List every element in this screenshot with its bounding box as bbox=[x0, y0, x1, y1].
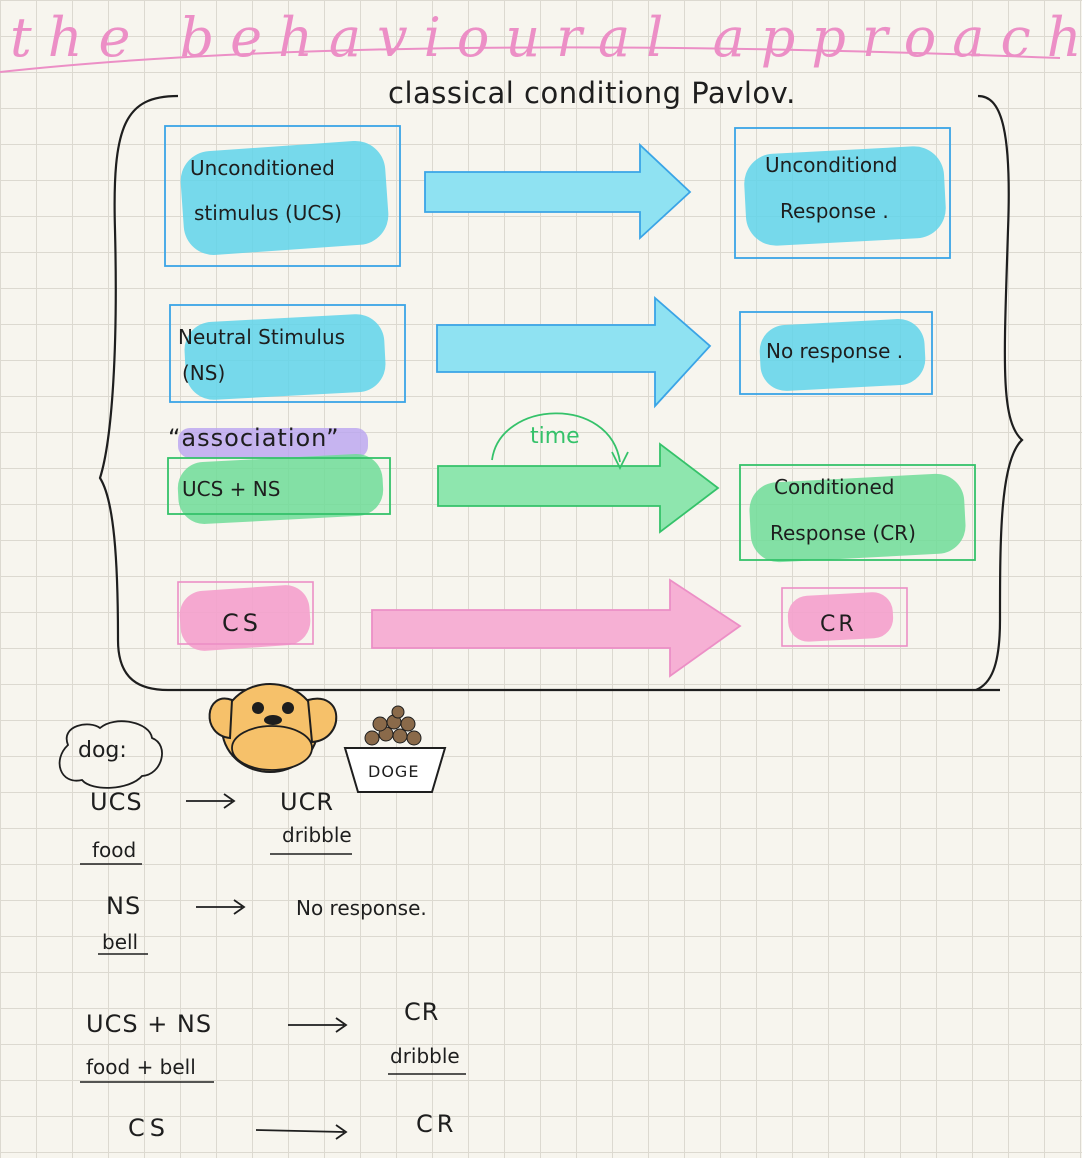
row-4-left-scribble bbox=[179, 585, 311, 651]
example-2-arrow-icon bbox=[196, 899, 246, 915]
row-4-arrow bbox=[371, 578, 742, 678]
row-3-left-scribble bbox=[177, 453, 384, 524]
row-1-right-line-1: Unconditiond bbox=[765, 153, 898, 177]
row-4-right-scribble bbox=[787, 592, 894, 642]
row-2-left-line-2: (NS) bbox=[182, 361, 226, 385]
diagram-heading: classical conditiong Pavlov. bbox=[388, 76, 796, 110]
example-1-arrow-icon bbox=[186, 793, 236, 809]
left-brace bbox=[98, 94, 1000, 692]
row-3-right-line-2: Response (CR) bbox=[770, 521, 916, 545]
right-brace bbox=[975, 94, 1024, 692]
example-1-right: UCR bbox=[280, 788, 334, 816]
example-3-right: CR bbox=[404, 998, 440, 1026]
row-1-left-line-1: Unconditioned bbox=[190, 156, 335, 180]
example-4-left: CS bbox=[128, 1114, 170, 1142]
row-2-right-scribble bbox=[759, 319, 926, 391]
row-1-right-line-2: Response . bbox=[780, 199, 889, 223]
row-1-left-line-2: stimulus (UCS) bbox=[194, 201, 342, 225]
row-2-left-line-1: Neutral Stimulus bbox=[178, 325, 346, 349]
row-4-left-box bbox=[177, 581, 314, 645]
example-1-left-sub: food bbox=[92, 838, 137, 862]
row-2-left-scribble bbox=[184, 314, 386, 400]
example-1-left: UCS bbox=[90, 788, 143, 816]
row-1-left-box bbox=[164, 125, 401, 267]
row-3-left-line-1: UCS + NS bbox=[182, 477, 281, 501]
thought-bubble bbox=[58, 720, 163, 789]
example-1-right-sub: dribble bbox=[282, 823, 352, 847]
page-title: the behavioural approach bbox=[10, 6, 1082, 69]
row-1-right-box bbox=[734, 127, 951, 259]
example-3-left: UCS + NS bbox=[86, 1010, 213, 1038]
row-4-right-box bbox=[781, 587, 908, 647]
example-3-right-sub: dribble bbox=[390, 1044, 460, 1068]
row-1-arrow bbox=[424, 142, 692, 241]
row-4-left-line-1: CS bbox=[222, 609, 262, 637]
thought-bubble-label: dog: bbox=[78, 738, 127, 763]
row-3-right-line-1: Conditioned bbox=[774, 475, 895, 499]
row-4-right-line-1: CR bbox=[820, 612, 857, 637]
association-label: “association” bbox=[168, 424, 340, 452]
time-arrow bbox=[491, 412, 629, 471]
food-bowl-icon bbox=[343, 705, 447, 793]
example-2-left: NS bbox=[106, 892, 142, 920]
example-4-right: CR bbox=[416, 1110, 458, 1138]
row-2-right-box bbox=[739, 311, 933, 395]
time-label: time bbox=[530, 424, 580, 449]
bowl-label: DOGE bbox=[368, 762, 420, 781]
row-1-left-scribble bbox=[180, 140, 389, 255]
row-3-right-box bbox=[739, 464, 976, 561]
row-2-left-box bbox=[169, 304, 406, 403]
example-3-arrow-icon bbox=[288, 1017, 348, 1033]
row-3-right-scribble bbox=[749, 473, 966, 563]
row-3-left-box bbox=[167, 457, 391, 515]
dog-head-icon bbox=[208, 683, 338, 773]
example-2-right: No response. bbox=[296, 896, 427, 920]
row-2-right-line-1: No response . bbox=[766, 339, 904, 363]
row-1-right-scribble bbox=[744, 146, 946, 246]
example-2-left-sub: bell bbox=[102, 930, 139, 954]
row-3-arrow bbox=[437, 442, 720, 534]
row-2-arrow bbox=[436, 296, 712, 409]
example-3-left-sub: food + bell bbox=[86, 1055, 196, 1079]
example-4-arrow-icon bbox=[255, 1124, 348, 1140]
